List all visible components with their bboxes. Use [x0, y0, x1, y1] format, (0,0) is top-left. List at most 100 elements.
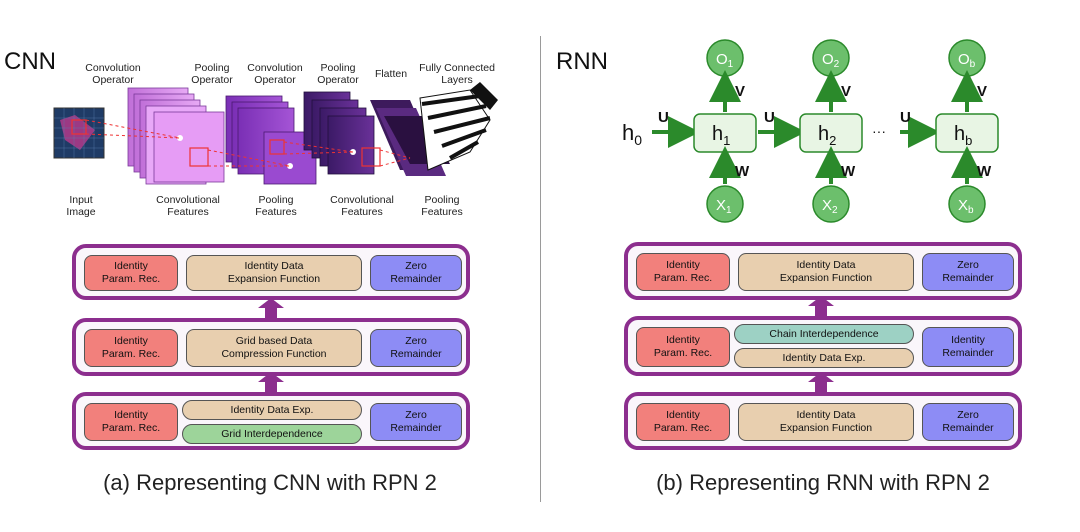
svg-text:W: W	[841, 163, 856, 180]
stage-label-top-conv1: Convolution Operator	[78, 62, 148, 86]
label-line: Convolutional	[156, 194, 220, 206]
label-line: Fully Connected	[419, 62, 495, 74]
h0-label: h0	[622, 120, 642, 148]
block-line: Expansion Function	[227, 273, 321, 285]
stage-label-top-flatten: Flatten	[368, 68, 414, 80]
block-line: Grid Interdependence	[221, 427, 323, 440]
label-line: Flatten	[374, 68, 408, 80]
stage-label-bottom-pool2: Pooling Features	[412, 194, 472, 218]
block-line: Remainder	[390, 273, 442, 285]
svg-text:V: V	[735, 83, 745, 100]
svg-text:O2: O2	[822, 51, 840, 70]
block-line: Remainder	[390, 422, 442, 434]
block-line: Grid based Data	[235, 335, 313, 347]
block-line: Zero	[405, 409, 427, 421]
rnn-up-arrow-bottom	[808, 372, 834, 394]
label-line: Features	[255, 206, 297, 218]
block-line: Zero	[957, 409, 979, 421]
stage-label-top-fc: Fully Connected Layers	[412, 62, 502, 86]
ellipsis: ···	[872, 123, 886, 139]
label-line: Convolution	[247, 62, 303, 74]
svg-text:V: V	[841, 83, 851, 100]
svg-text:X2: X2	[822, 197, 838, 216]
block-line: Zero	[957, 259, 979, 271]
u-label: U	[658, 109, 669, 126]
block-line: Identity	[666, 334, 700, 346]
rnn-caption: (b) Representing RNN with RPN 2	[656, 470, 990, 495]
convolutional-features-stack	[127, 87, 225, 185]
svg-text:hb: hb	[954, 123, 972, 148]
block-line: Remainder	[942, 347, 994, 359]
stage-label-top-pool2: Pooling Operator	[310, 62, 366, 86]
svg-text:V: V	[977, 83, 987, 100]
block-line: Expansion Function	[779, 422, 873, 434]
rnn-unrolled-diagram: h0 U h1 O1 V X1 W U h2 O2 V X2 W ··· U h…	[622, 39, 999, 223]
block-line: Identity Data	[244, 260, 304, 272]
svg-text:X1: X1	[716, 197, 732, 216]
rnn-title: RNN	[556, 48, 608, 75]
projection-lines	[85, 119, 411, 167]
svg-text:h2: h2	[818, 123, 836, 148]
block-line: Expansion Function	[779, 272, 873, 284]
rnn-cell-1: h1 O1 V X1 W	[693, 39, 757, 223]
cnn-caption: (a) Representing CNN with RPN 2	[103, 470, 437, 495]
block-line: Identity	[114, 260, 148, 272]
convolutional-features-stack-2	[303, 91, 381, 175]
rnn-up-arrow-top	[808, 296, 834, 318]
block-line: Identity	[666, 409, 700, 421]
block-line: Remainder	[942, 272, 994, 284]
u-label: U	[900, 109, 911, 126]
stage-label-bottom-conv2: Convolutional Features	[322, 194, 402, 218]
block-line: Param. Rec.	[101, 273, 161, 285]
stage-label-top-pool1: Pooling Operator	[182, 62, 242, 86]
svg-text:O1: O1	[716, 51, 734, 70]
cnn-title: CNN	[4, 48, 56, 75]
svg-text:W: W	[977, 163, 992, 180]
block-line: Param. Rec.	[653, 272, 713, 284]
label-line: Input	[69, 194, 93, 206]
panel-divider	[540, 36, 541, 502]
svg-text:Xb: Xb	[958, 197, 974, 216]
block-line: Identity Data Exp.	[230, 403, 314, 416]
label-line: Pooling	[320, 62, 356, 74]
interdependence-block: Grid Interdependence	[182, 424, 362, 444]
block-line: Param. Rec.	[653, 422, 713, 434]
block-line: Compression Function	[221, 348, 327, 360]
label-line: Image	[66, 206, 96, 218]
block-line: Identity	[114, 409, 148, 421]
block-line: Identity	[951, 334, 985, 346]
block-line: Zero	[405, 335, 427, 347]
rnn-cell-b: hb Ob V Xb W	[935, 39, 999, 223]
label-line: Features	[167, 206, 209, 218]
label-line: Operator	[92, 74, 134, 86]
block-line: Identity Data	[796, 259, 856, 271]
label-line: Operator	[254, 74, 296, 86]
block-line: Identity Data	[796, 409, 856, 421]
chain-interdependence-block: Chain Interdependence	[734, 324, 914, 344]
data-exp-block: Identity Data Exp.	[182, 400, 362, 420]
label-line: Features	[341, 206, 383, 218]
label-line: Layers	[441, 74, 473, 86]
pooling-features-stack	[225, 95, 317, 185]
svg-text:W: W	[735, 163, 750, 180]
u-label: U	[764, 109, 775, 126]
block-line: Param. Rec.	[101, 422, 161, 434]
label-line: Pooling	[194, 62, 230, 74]
fully-connected-layers	[419, 82, 498, 171]
stage-label-bottom-pool1: Pooling Features	[246, 194, 306, 218]
svg-text:h1: h1	[712, 123, 730, 148]
svg-text:Ob: Ob	[958, 51, 976, 70]
block-line: Chain Interdependence	[769, 327, 879, 340]
stage-label-bottom-input: Input Image	[56, 194, 106, 218]
